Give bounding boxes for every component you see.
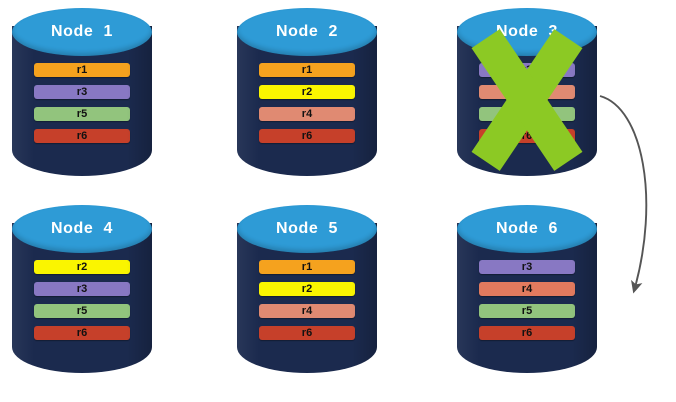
record-bar[interactable]: r3 xyxy=(479,260,575,274)
node-4-records: r2 r3 r5 r6 xyxy=(34,260,130,348)
record-label: r2 xyxy=(301,85,313,98)
node-6[interactable]: r3 r4 r5 r6 Node 6 xyxy=(457,205,597,385)
record-bar[interactable]: r4 xyxy=(259,107,355,121)
record-bar[interactable]: r5 xyxy=(34,107,130,121)
node-3-records: r3 r4 r5 r6 xyxy=(479,63,575,151)
record-bar[interactable]: r1 xyxy=(259,63,355,77)
record-label: r1 xyxy=(301,260,313,273)
record-label: r6 xyxy=(301,129,313,142)
record-bar[interactable]: r5 xyxy=(479,107,575,121)
record-label: r3 xyxy=(76,282,88,295)
record-label: r5 xyxy=(76,304,88,317)
record-bar[interactable]: r4 xyxy=(479,85,575,99)
record-label: r4 xyxy=(521,282,533,295)
node-2-title: Node 2 xyxy=(276,23,338,40)
record-bar[interactable]: r6 xyxy=(259,129,355,143)
record-label: r5 xyxy=(521,107,533,120)
record-label: r5 xyxy=(521,304,533,317)
record-bar[interactable]: r2 xyxy=(259,85,355,99)
record-label: r1 xyxy=(301,63,313,76)
node-5-top-ellipse xyxy=(237,205,377,253)
record-bar[interactable]: r6 xyxy=(479,129,575,143)
node-2-top-ellipse xyxy=(237,8,377,56)
record-bar[interactable]: r6 xyxy=(479,326,575,340)
record-label: r3 xyxy=(521,260,533,273)
record-label: r4 xyxy=(301,107,313,120)
node-6-records: r3 r4 r5 r6 xyxy=(479,260,575,348)
record-label: r3 xyxy=(521,63,533,76)
node-3-title: Node 3 xyxy=(496,23,558,40)
node-4[interactable]: r2 r3 r5 r6 Node 4 xyxy=(12,205,152,385)
record-label: r5 xyxy=(76,107,88,120)
record-bar[interactable]: r6 xyxy=(34,326,130,340)
node-1-records: r1 r3 r5 r6 xyxy=(34,63,130,151)
record-label: r4 xyxy=(521,85,533,98)
record-bar[interactable]: r5 xyxy=(34,304,130,318)
record-label: r2 xyxy=(301,282,313,295)
record-label: r4 xyxy=(301,304,313,317)
record-label: r6 xyxy=(301,326,313,339)
node-1-title: Node 1 xyxy=(51,23,113,40)
record-bar[interactable]: r5 xyxy=(479,304,575,318)
record-bar[interactable]: r6 xyxy=(34,129,130,143)
node-6-top-ellipse xyxy=(457,205,597,253)
node-2[interactable]: r1 r2 r4 r6 Node 2 xyxy=(237,8,377,188)
record-bar[interactable]: r6 xyxy=(259,326,355,340)
node-5-title: Node 5 xyxy=(276,220,338,237)
node-1-top-ellipse xyxy=(12,8,152,56)
record-bar[interactable]: r3 xyxy=(34,282,130,296)
record-label: r6 xyxy=(521,326,533,339)
record-bar[interactable]: r3 xyxy=(479,63,575,77)
record-label: r6 xyxy=(76,326,88,339)
record-label: r3 xyxy=(76,85,88,98)
node-3[interactable]: r3 r4 r5 r6 Node 3 xyxy=(457,8,597,188)
node-4-top-ellipse xyxy=(12,205,152,253)
node-5-records: r1 r2 r4 r6 xyxy=(259,260,355,348)
node-4-title: Node 4 xyxy=(51,220,113,237)
record-bar[interactable]: r4 xyxy=(479,282,575,296)
record-label: r6 xyxy=(521,129,533,142)
record-bar[interactable]: r1 xyxy=(34,63,130,77)
record-label: r2 xyxy=(76,260,88,273)
record-bar[interactable]: r3 xyxy=(34,85,130,99)
node-1[interactable]: r1 r3 r5 r6 Node 1 xyxy=(12,8,152,188)
record-bar[interactable]: r2 xyxy=(34,260,130,274)
record-label: r1 xyxy=(76,63,88,76)
record-bar[interactable]: r1 xyxy=(259,260,355,274)
node-5[interactable]: r1 r2 r4 r6 Node 5 xyxy=(237,205,377,385)
node-6-title: Node 6 xyxy=(496,220,558,237)
node-2-records: r1 r2 r4 r6 xyxy=(259,63,355,151)
record-bar[interactable]: r2 xyxy=(259,282,355,296)
record-bar[interactable]: r4 xyxy=(259,304,355,318)
record-label: r6 xyxy=(76,129,88,142)
